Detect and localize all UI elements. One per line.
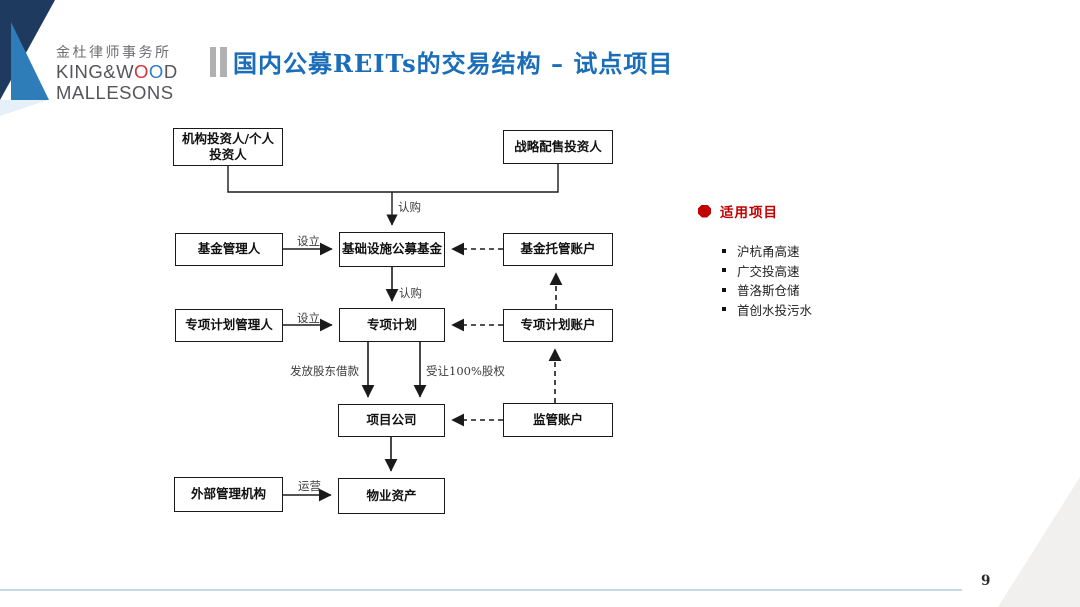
node-abs-plan-account: 专项计划账户 [503, 309, 613, 342]
square-bullet-icon [722, 268, 726, 273]
logo-en-line1: KING&WOOD [56, 61, 178, 82]
node-supervision-account: 监管账户 [503, 403, 613, 437]
red-octagon-bullet-icon [698, 204, 711, 218]
node-external-manager: 外部管理机构 [174, 477, 283, 512]
applicable-projects-label: 适用项目 [720, 205, 778, 221]
logo-en-line2: MALLESONS [56, 82, 174, 103]
node-institutional-investors: 机构投资人/个人 投资人 [173, 128, 283, 166]
logo: 金杜律师事务所 KING&WOOD MALLESONS [56, 44, 178, 103]
edge-label-subscribe-top: 认购 [398, 200, 421, 214]
edge-label-equity-transfer: 受让100%股权 [426, 364, 505, 378]
title-accent-bar [220, 47, 227, 77]
square-bullet-icon [722, 307, 726, 312]
node-public-fund: 基础设施公募基金 [339, 232, 445, 267]
node-abs-plan: 专项计划 [339, 308, 445, 342]
title-accent-bar [210, 47, 216, 77]
list-item: 广交投高速 [722, 261, 812, 281]
applicable-projects-heading: 适用项目 [698, 201, 778, 221]
node-abs-plan-manager: 专项计划管理人 [175, 309, 283, 342]
logo-blue-ring-icon: O [148, 61, 164, 82]
edge-label-operate: 运营 [298, 479, 321, 493]
node-project-company: 项目公司 [338, 404, 445, 437]
logo-red-ring-icon: O [134, 61, 149, 82]
applicable-projects-list: 沪杭甬高速 广交投高速 普洛斯仓储 首创水投污水 [722, 241, 812, 319]
logo-cn-text: 金杜律师事务所 [56, 44, 172, 60]
edge-label-subscribe-mid: 认购 [399, 286, 422, 300]
list-item: 普洛斯仓储 [722, 280, 812, 300]
footer-rule [0, 589, 962, 591]
edge-label-shareholder-loan: 发放股东借款 [290, 364, 359, 378]
corner-gray-triangle-icon [998, 477, 1080, 607]
list-item: 沪杭甬高速 [722, 241, 812, 261]
node-fund-manager: 基金管理人 [175, 233, 283, 266]
node-fund-custody-account: 基金托管账户 [503, 233, 613, 266]
list-item: 首创水投污水 [722, 300, 812, 320]
page-title: 国内公募REITs的交易结构 – 试点项目 [233, 49, 674, 78]
square-bullet-icon [722, 248, 726, 253]
node-property-assets: 物业资产 [338, 478, 445, 514]
square-bullet-icon [722, 287, 726, 292]
edge-label-establish-fund: 设立 [297, 234, 320, 248]
page-number: 9 [981, 573, 991, 589]
edge-label-establish-plan: 设立 [297, 311, 320, 325]
logo-corner-triangles-icon [0, 0, 55, 116]
node-strategic-investors: 战略配售投资人 [503, 130, 613, 164]
